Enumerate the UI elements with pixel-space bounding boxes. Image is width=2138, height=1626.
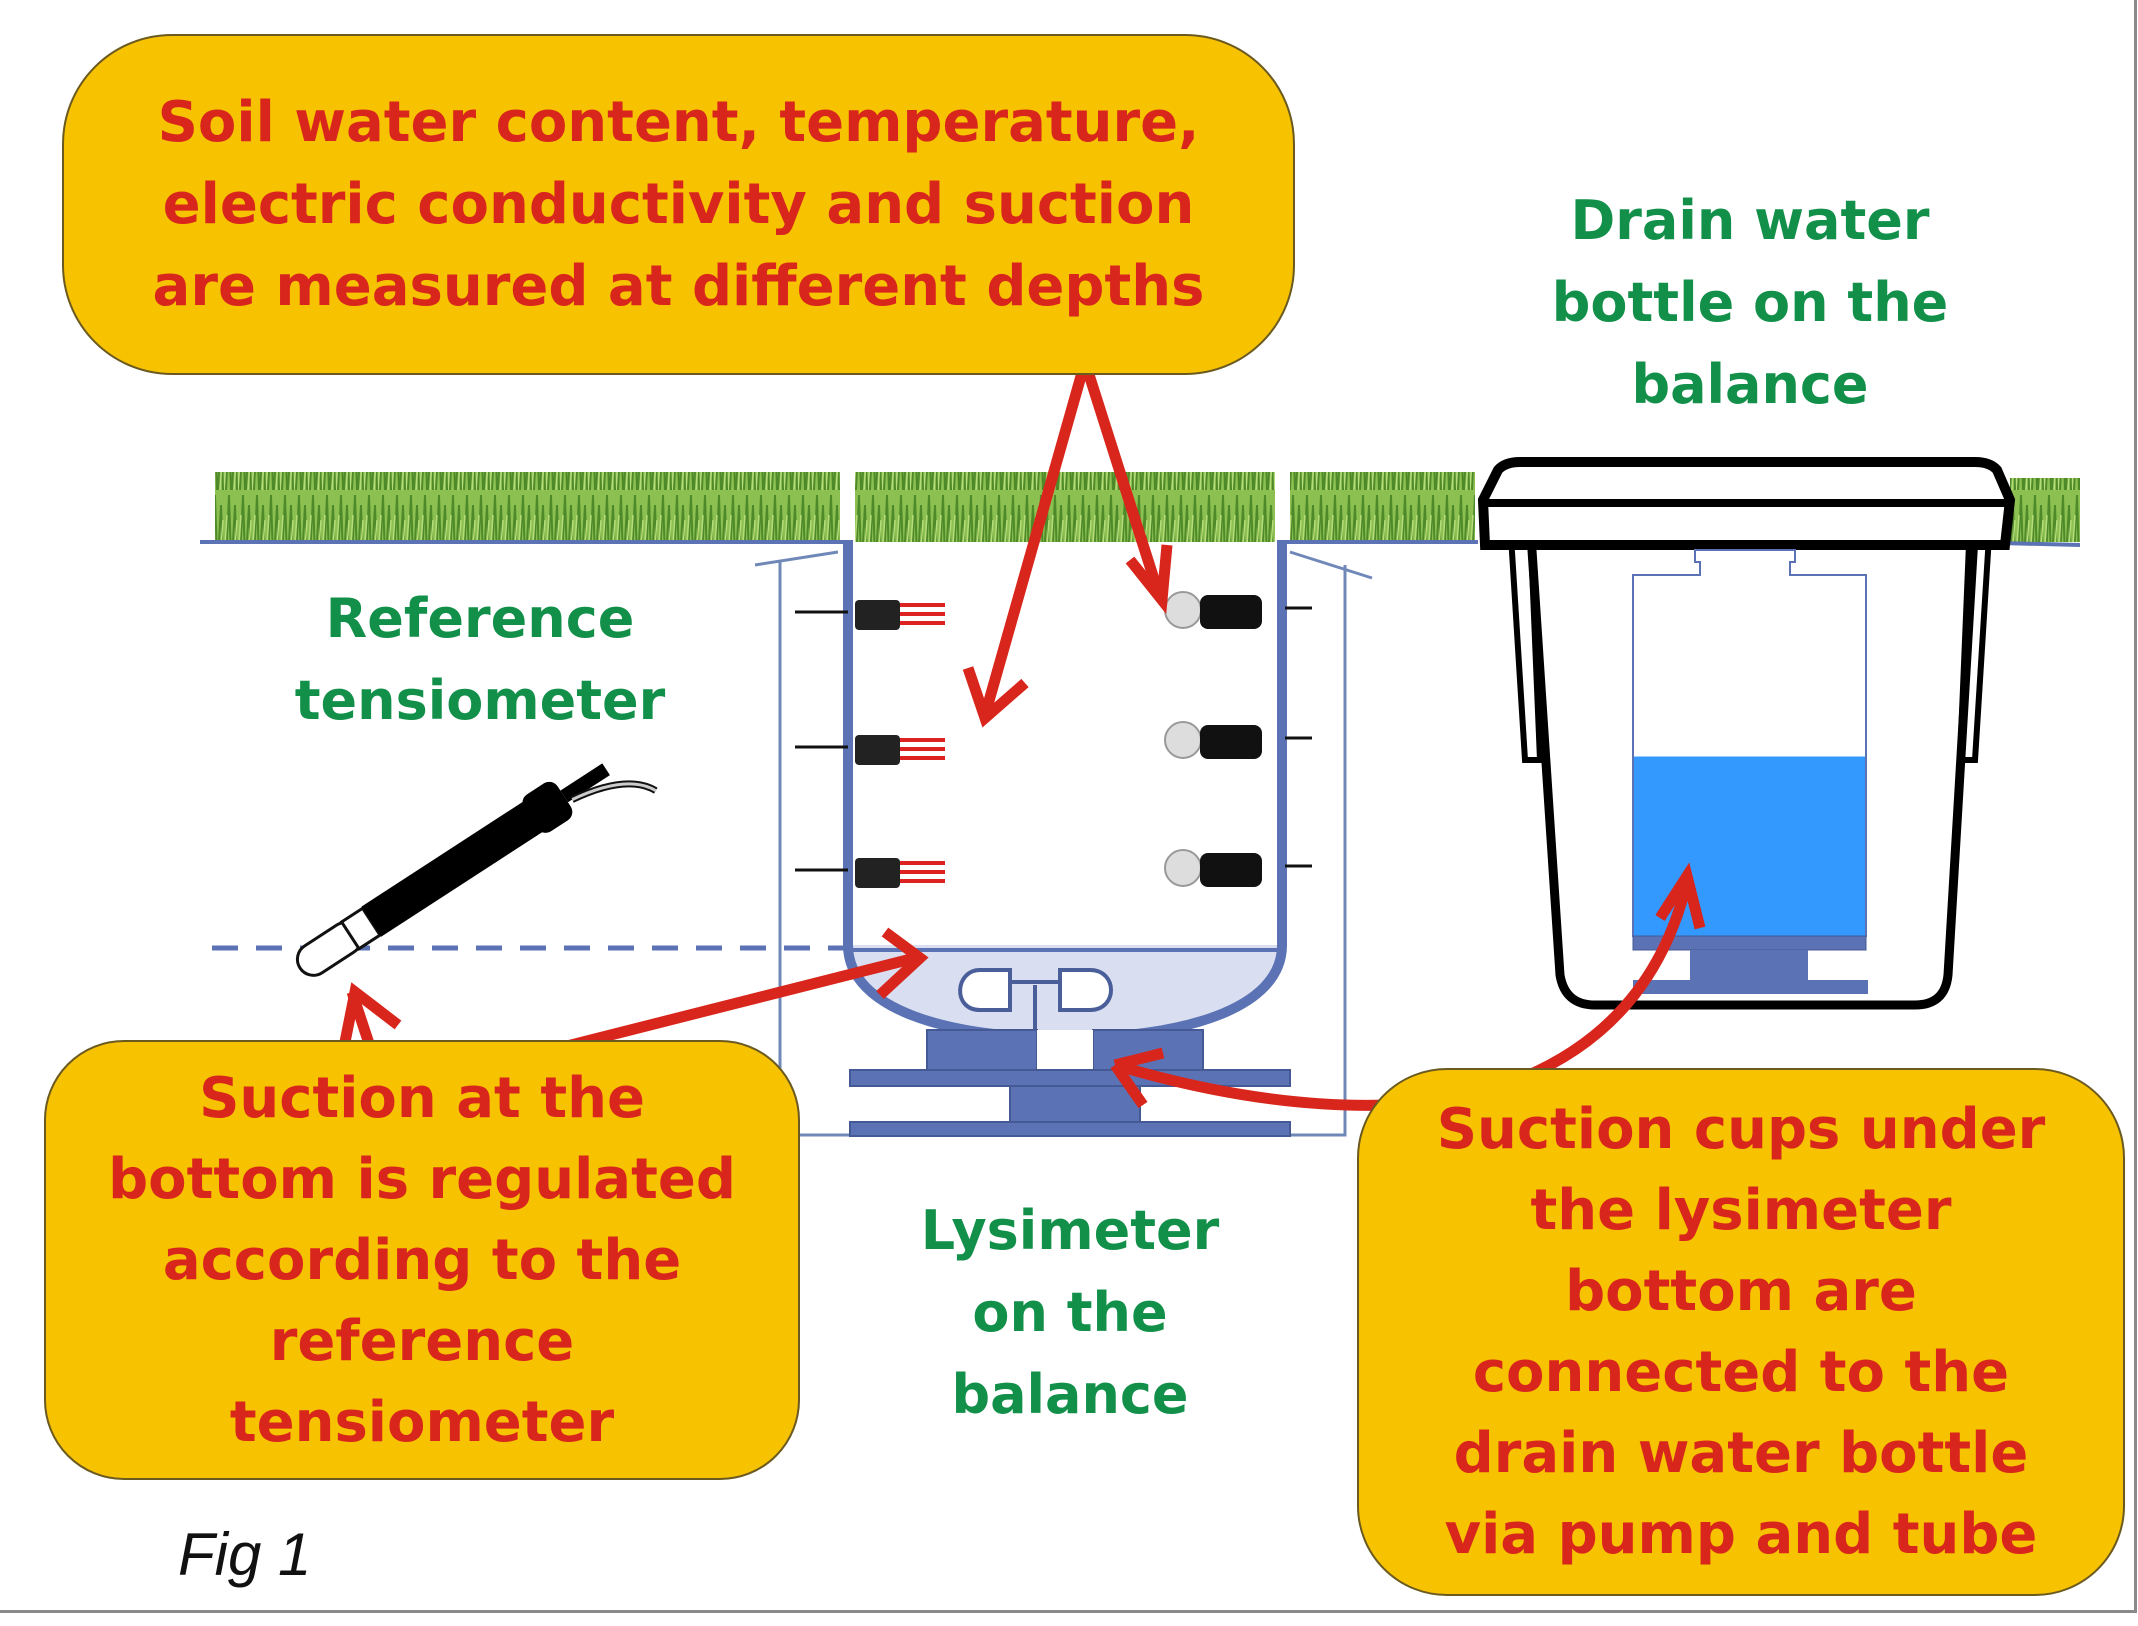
- callout-line: Suction cups under: [1436, 1097, 2046, 1162]
- callout-line: according to the: [162, 1227, 682, 1293]
- tensiometer-sensor: [1164, 849, 1312, 887]
- label-lysimeter: Lysimeter on the balance: [840, 1190, 1300, 1436]
- callout-line: reference: [269, 1308, 575, 1374]
- callout-line: electric conductivity and suction: [162, 171, 1195, 237]
- soil-moisture-probes: [795, 600, 945, 888]
- arrow-to-soil-probe: [979, 360, 1091, 717]
- tensiometer-sensor: [1164, 721, 1312, 759]
- arrowhead: [1655, 862, 1706, 930]
- label-line: balance: [1631, 353, 1869, 416]
- callout-line: Soil water content, temperature,: [157, 89, 1200, 155]
- callout-suction-regulation: Suction at the bottom is regulated accor…: [44, 1040, 800, 1480]
- arrowhead: [1113, 1047, 1165, 1071]
- label-line: tensiometer: [294, 669, 666, 732]
- callout-line: tensiometer: [229, 1389, 615, 1455]
- callout-line: connected to the: [1472, 1340, 2010, 1405]
- tensiometer-sensor: [1164, 591, 1312, 629]
- arrow-to-tensiometer-sensor: [1079, 360, 1166, 600]
- label-line: on the: [972, 1281, 1168, 1344]
- label-reference-tensiometer: Reference tensiometer: [220, 578, 740, 742]
- arrowhead: [962, 666, 1029, 728]
- callout-line: Suction at the: [199, 1065, 645, 1131]
- label-line: balance: [951, 1363, 1189, 1426]
- label-line: Drain water: [1570, 189, 1930, 252]
- label-line: Reference: [325, 587, 635, 650]
- callout-measurements: Soil water content, temperature, electri…: [62, 34, 1295, 375]
- arrowhead: [1125, 544, 1173, 615]
- callout-line: bottom are: [1565, 1259, 1917, 1324]
- arrowhead: [339, 982, 402, 1044]
- soil-moisture-probe: [795, 735, 945, 765]
- callout-line: bottom is regulated: [108, 1146, 736, 1212]
- callout-line: drain water bottle: [1453, 1421, 2029, 1486]
- label-line: bottle on the: [1551, 271, 1949, 334]
- ground-line: [200, 540, 2081, 547]
- soil-moisture-probe: [795, 600, 945, 630]
- callout-line: via pump and tube: [1444, 1502, 2038, 1567]
- reference-tensiometer-icon: [295, 763, 658, 977]
- arrowhead: [1110, 1061, 1148, 1109]
- label-line: Lysimeter: [920, 1199, 1220, 1262]
- arrowhead: [876, 927, 929, 1000]
- tensiometer-sensors: [1164, 591, 1312, 887]
- grass-surface: [215, 472, 2080, 542]
- callout-suction-cups: Suction cups under the lysimeter bottom …: [1357, 1068, 2125, 1596]
- figure-label: Fig 1: [178, 1521, 312, 1588]
- callout-line: are measured at different depths: [152, 253, 1205, 319]
- lysimeter-balance: [849, 1029, 1291, 1137]
- label-drain-water-bottle: Drain water bottle on the balance: [1470, 180, 2030, 426]
- soil-moisture-probe: [795, 858, 945, 888]
- callout-line: the lysimeter: [1530, 1178, 1952, 1243]
